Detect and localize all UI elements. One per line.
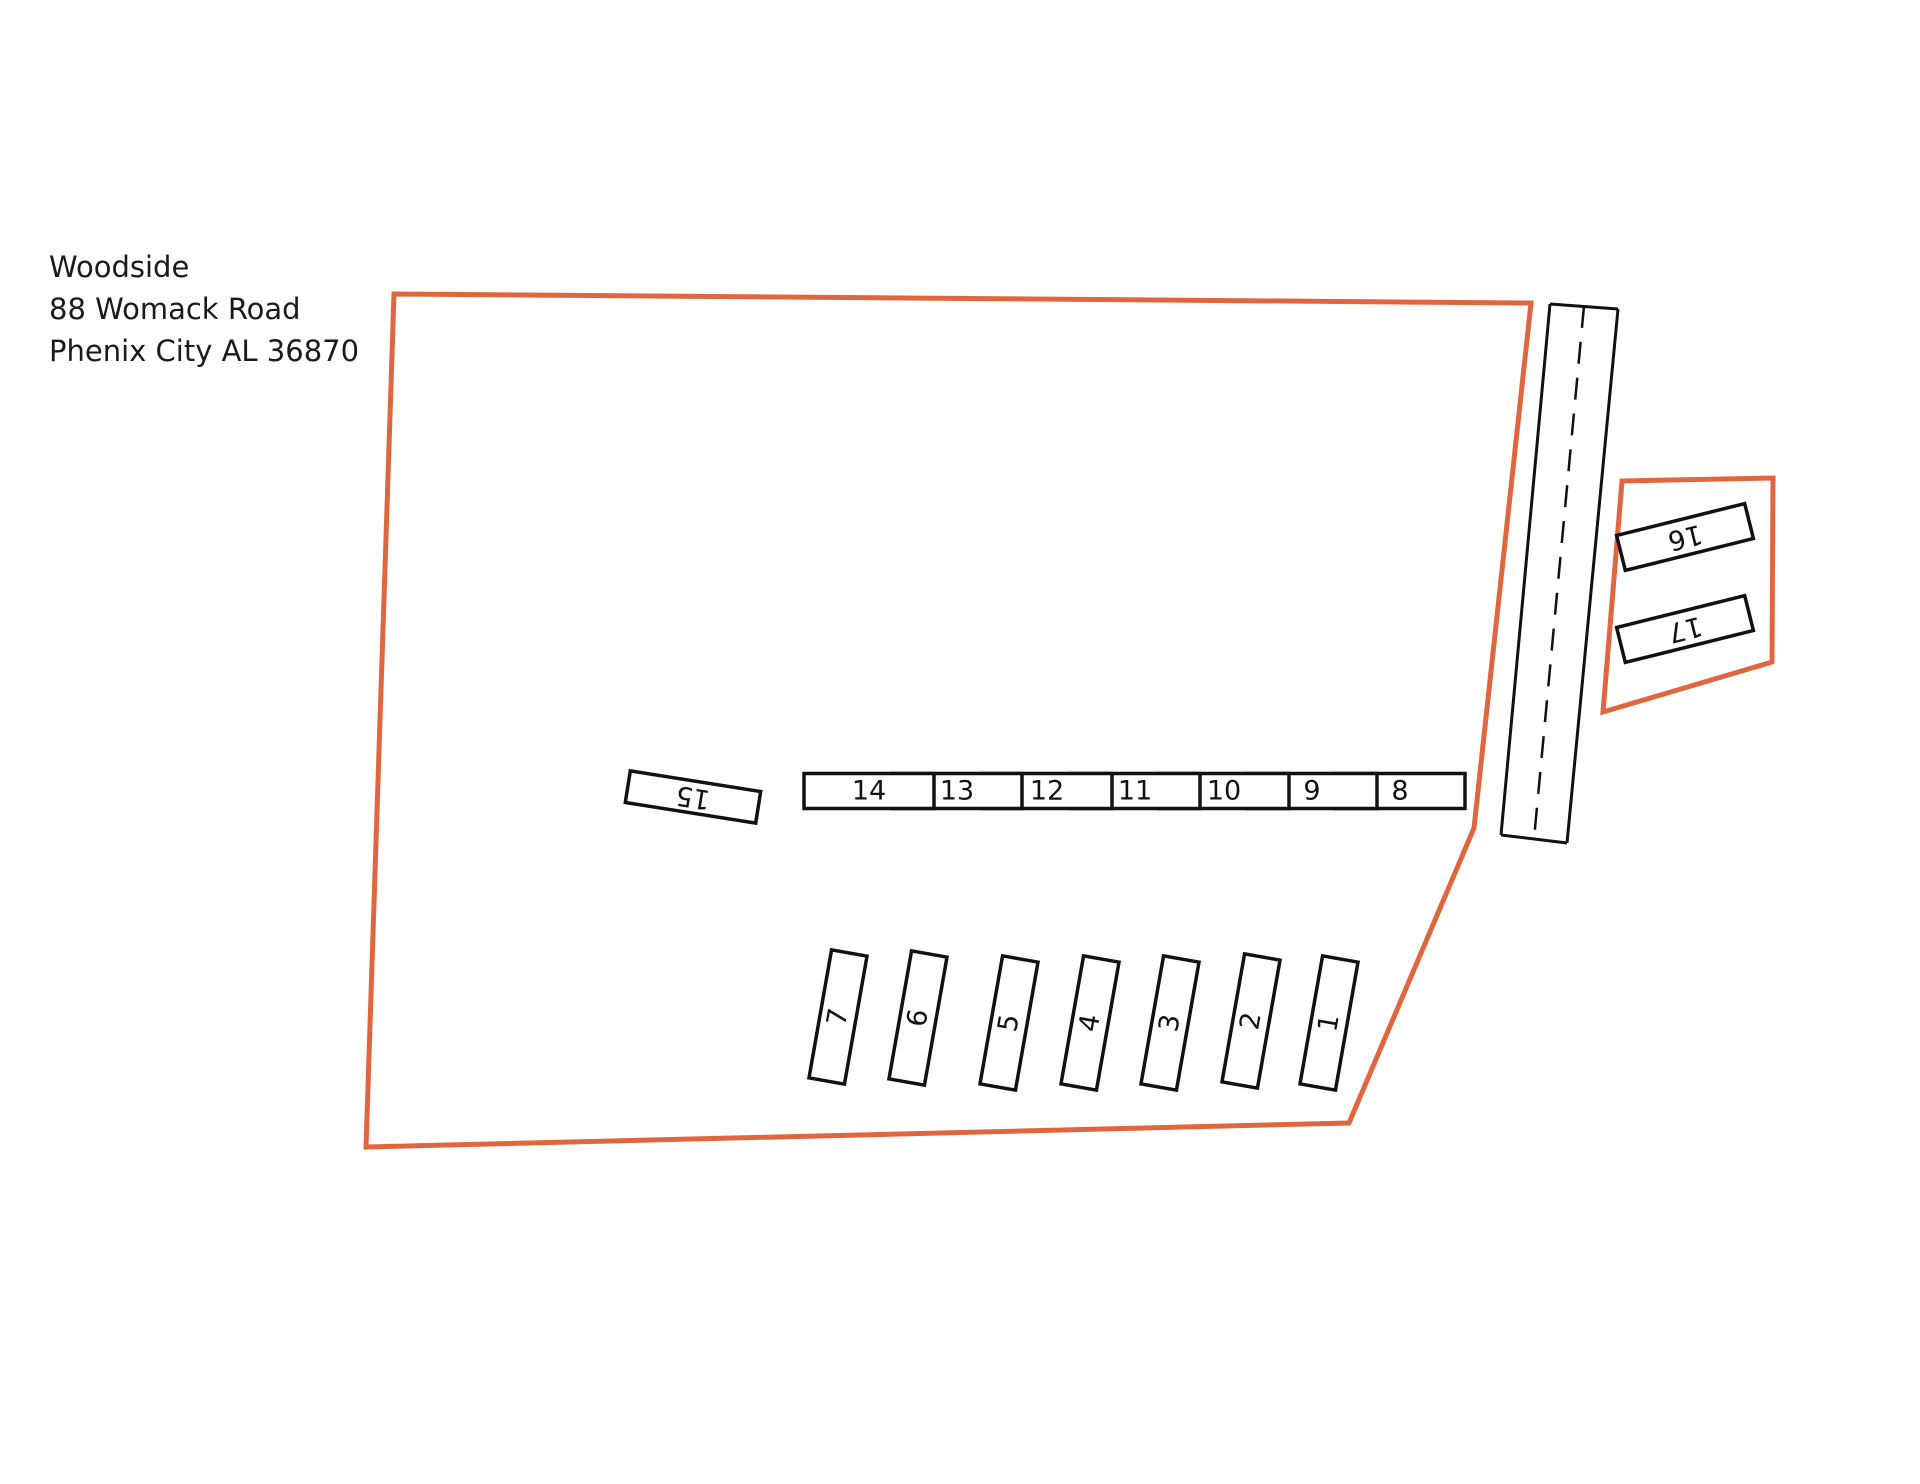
lot-6: 6	[886, 948, 950, 1088]
road-edge-east	[1565, 308, 1620, 844]
lot-7: 7	[806, 947, 870, 1087]
address-name: Woodside	[49, 250, 190, 284]
lot-3: 3	[1138, 953, 1202, 1093]
lot-number-label: 10	[1207, 776, 1241, 807]
lot-outline	[886, 948, 950, 1088]
lot-outline	[1614, 501, 1756, 573]
lot-number-label: 8	[1391, 776, 1408, 807]
address-street: 88 Womack Road	[49, 292, 301, 326]
lot-number-label: 9	[1303, 776, 1320, 807]
lot-15: 15	[623, 768, 763, 826]
road-centerline	[1532, 305, 1586, 840]
lot-number-label: 5	[992, 1012, 1026, 1034]
address-city: Phenix City AL 36870	[49, 334, 360, 368]
lot-number-label: 13	[940, 776, 974, 807]
lot-number-label: 6	[901, 1007, 935, 1029]
lot-number-label: 14	[852, 776, 886, 807]
lot-number-label: 1	[1312, 1012, 1346, 1034]
road-edge-west	[1499, 303, 1552, 836]
lot-outline	[1297, 953, 1361, 1093]
lot-1: 1	[1297, 953, 1361, 1093]
lot-number-label: 3	[1153, 1012, 1187, 1034]
lot-outline	[1614, 593, 1756, 665]
annex-property-boundary	[1600, 475, 1776, 716]
lot-outline	[802, 771, 936, 811]
road-end-south	[1500, 833, 1568, 845]
lot-outline	[806, 947, 870, 1087]
lot-2: 2	[1219, 951, 1283, 1091]
property-address: Woodside 88 Womack Road Phenix City AL 3…	[49, 246, 359, 372]
lot-outline	[623, 768, 763, 826]
lot-5: 5	[977, 953, 1041, 1093]
lot-outline	[1058, 953, 1122, 1093]
lot-4: 4	[1058, 953, 1122, 1093]
lot-17: 17	[1614, 593, 1756, 665]
lot-number-label: 15	[674, 779, 713, 815]
lot-number-label: 11	[1118, 776, 1152, 807]
main-property-boundary	[363, 291, 1534, 1150]
lot-outline	[1219, 951, 1283, 1091]
lot-number-label: 12	[1030, 776, 1064, 807]
road	[1499, 302, 1620, 845]
lot-number-label: 4	[1073, 1012, 1107, 1034]
lot-outline	[977, 953, 1041, 1093]
lot-outline	[1138, 953, 1202, 1093]
lot-14: 14	[802, 771, 936, 811]
lot-16: 16	[1614, 501, 1756, 573]
lot-number-label: 7	[821, 1006, 855, 1028]
lot-number-label: 2	[1234, 1010, 1268, 1032]
